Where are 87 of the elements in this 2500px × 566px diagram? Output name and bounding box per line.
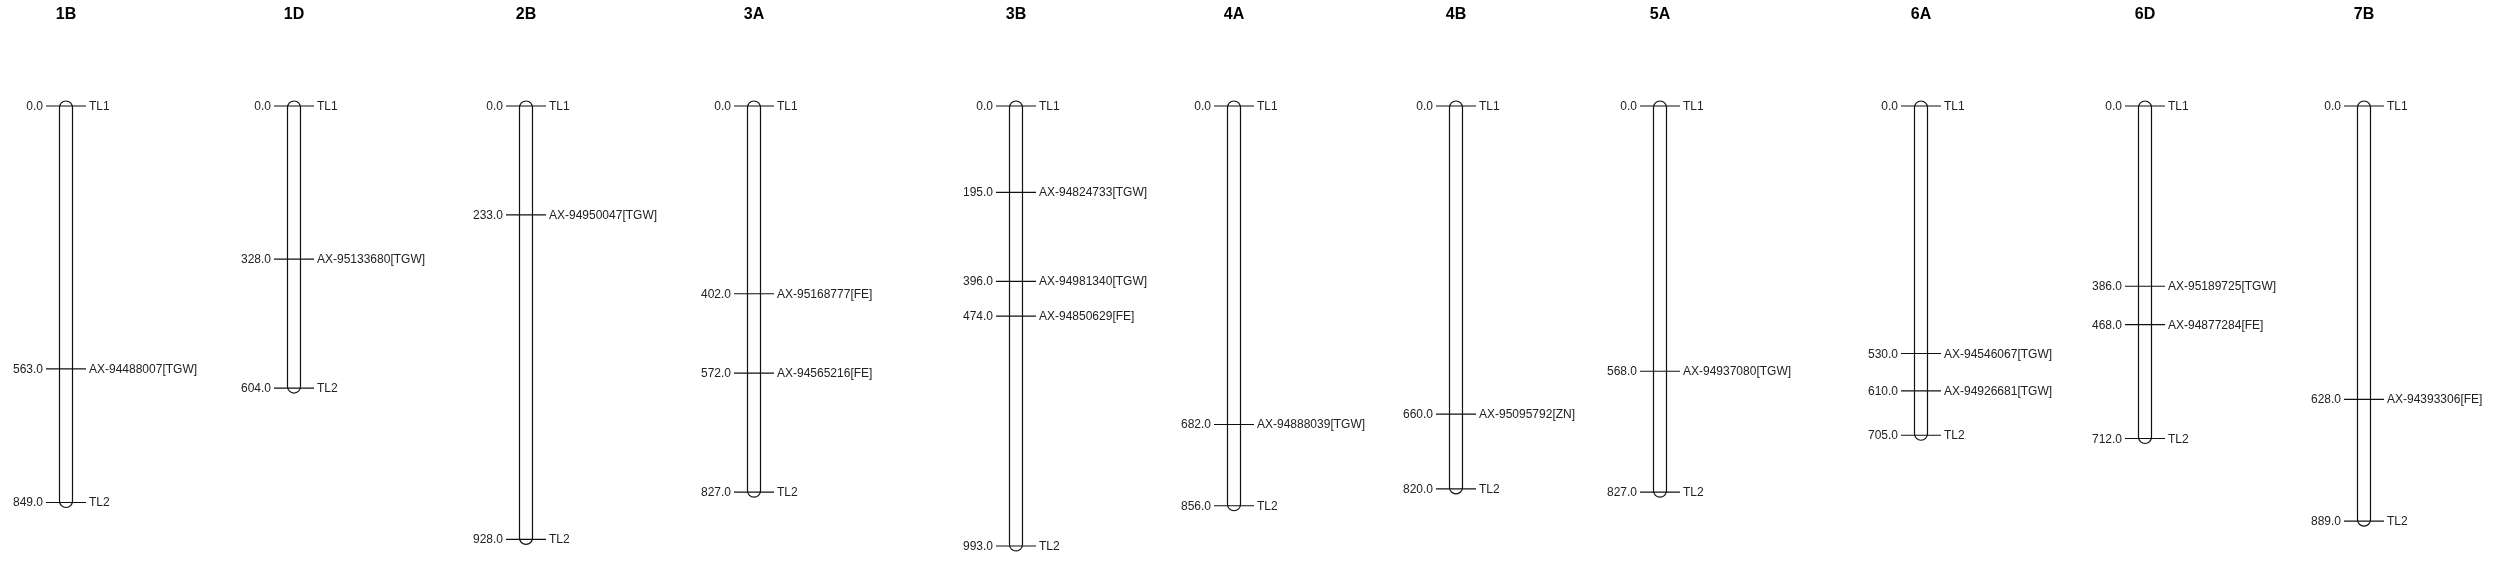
marker-position: 0.0: [2324, 99, 2341, 113]
marker-position: 474.0: [962, 309, 993, 323]
marker-name: AX-94937080[TGW]: [1683, 364, 1792, 379]
marker-position: 682.0: [1180, 417, 1211, 432]
marker-position: 705.0: [1867, 428, 1898, 443]
marker-position: 0.0: [976, 99, 993, 113]
marker-position: 233.0: [472, 207, 503, 222]
marker-position: 568.0: [1606, 364, 1637, 379]
marker-position: 827.0: [700, 485, 731, 500]
marker-name: AX-94488007[TGW]: [89, 361, 198, 376]
marker-name: TL2: [1944, 428, 1965, 443]
chromosome-label: 5A: [1649, 5, 1671, 23]
chromosome-label: 3A: [743, 5, 765, 23]
marker-name: TL1: [317, 99, 338, 113]
marker-name: AX-94888039[TGW]: [1257, 417, 1366, 432]
marker-position: 0.0: [486, 99, 503, 113]
marker-name: TL1: [1039, 99, 1060, 113]
marker-position: 572.0: [700, 366, 731, 381]
marker-name: TL2: [549, 532, 570, 547]
marker-position: 563.0: [12, 361, 43, 376]
marker-name: AX-94877284[FE]: [2168, 317, 2264, 332]
marker-position: 0.0: [2105, 99, 2122, 113]
marker-name: AX-94393306[FE]: [2387, 392, 2483, 407]
marker-position: 195.0: [962, 185, 993, 200]
marker-position: 0.0: [1416, 99, 1433, 113]
marker-position: 820.0: [1402, 481, 1433, 496]
marker-position: 396.0: [962, 274, 993, 289]
chromosome-label: 4B: [1445, 5, 1467, 23]
chromosome-label: 6A: [1910, 5, 1932, 23]
marker-position: 928.0: [472, 532, 503, 547]
chromosome-label: 3B: [1005, 5, 1027, 23]
chromosome-label: 2B: [515, 5, 537, 23]
marker-name: TL1: [1479, 99, 1500, 113]
marker-position: 328.0: [240, 252, 271, 267]
marker-position: 0.0: [254, 99, 271, 113]
marker-position: 604.0: [240, 381, 271, 396]
marker-position: 0.0: [714, 99, 731, 113]
marker-position: 849.0: [12, 495, 43, 510]
marker-name: AX-94565216[FE]: [777, 366, 873, 381]
marker-name: TL2: [1039, 539, 1060, 553]
marker-name: AX-94950047[TGW]: [549, 207, 658, 222]
marker-name: TL1: [777, 99, 798, 113]
marker-name: TL2: [89, 495, 110, 510]
marker-name: TL2: [1257, 498, 1278, 513]
marker-name: TL2: [1479, 481, 1500, 496]
marker-position: 712.0: [2091, 431, 2122, 446]
marker-name: TL2: [2387, 514, 2408, 529]
marker-name: AX-95168777[FE]: [777, 286, 873, 301]
chromosome-label: 4A: [1223, 5, 1245, 23]
chromosome-label: 6D: [2134, 5, 2156, 23]
marker-name: AX-94850629[FE]: [1039, 309, 1135, 323]
marker-name: TL2: [1683, 485, 1704, 500]
marker-position: 468.0: [2091, 317, 2122, 332]
marker-name: TL1: [2387, 99, 2408, 113]
marker-name: AX-94824733[TGW]: [1039, 185, 1148, 200]
marker-position: 530.0: [1867, 346, 1898, 361]
marker-name: TL2: [317, 381, 338, 396]
marker-position: 628.0: [2310, 392, 2341, 407]
marker-position: 0.0: [26, 99, 43, 113]
marker-position: 856.0: [1180, 498, 1211, 513]
marker-name: TL1: [1683, 99, 1704, 113]
marker-position: 660.0: [1402, 407, 1433, 422]
marker-name: AX-94981340[TGW]: [1039, 274, 1148, 289]
marker-name: TL2: [777, 485, 798, 500]
marker-position: 402.0: [700, 286, 731, 301]
marker-position: 610.0: [1867, 383, 1898, 398]
marker-position: 0.0: [1881, 99, 1898, 113]
chromosome-label: 1B: [55, 5, 77, 23]
marker-position: 889.0: [2310, 514, 2341, 529]
marker-name: TL1: [89, 99, 110, 113]
marker-name: TL2: [2168, 431, 2189, 446]
chromosome-label: 7B: [2353, 5, 2375, 23]
marker-name: TL1: [2168, 99, 2189, 113]
marker-position: 993.0: [962, 539, 993, 553]
marker-name: AX-95095792[ZN]: [1479, 407, 1576, 422]
marker-name: AX-95133680[TGW]: [317, 252, 426, 267]
marker-name: TL1: [1944, 99, 1965, 113]
marker-position: 827.0: [1606, 485, 1637, 500]
marker-name: TL1: [1257, 99, 1278, 113]
marker-position: 0.0: [1620, 99, 1637, 113]
marker-name: AX-95189725[TGW]: [2168, 279, 2277, 294]
marker-position: 386.0: [2091, 279, 2122, 294]
marker-name: TL1: [549, 99, 570, 113]
marker-name: AX-94926681[TGW]: [1944, 383, 2053, 398]
marker-name: AX-94546067[TGW]: [1944, 346, 2053, 361]
chromosome-label: 1D: [283, 5, 305, 23]
marker-position: 0.0: [1194, 99, 1211, 113]
